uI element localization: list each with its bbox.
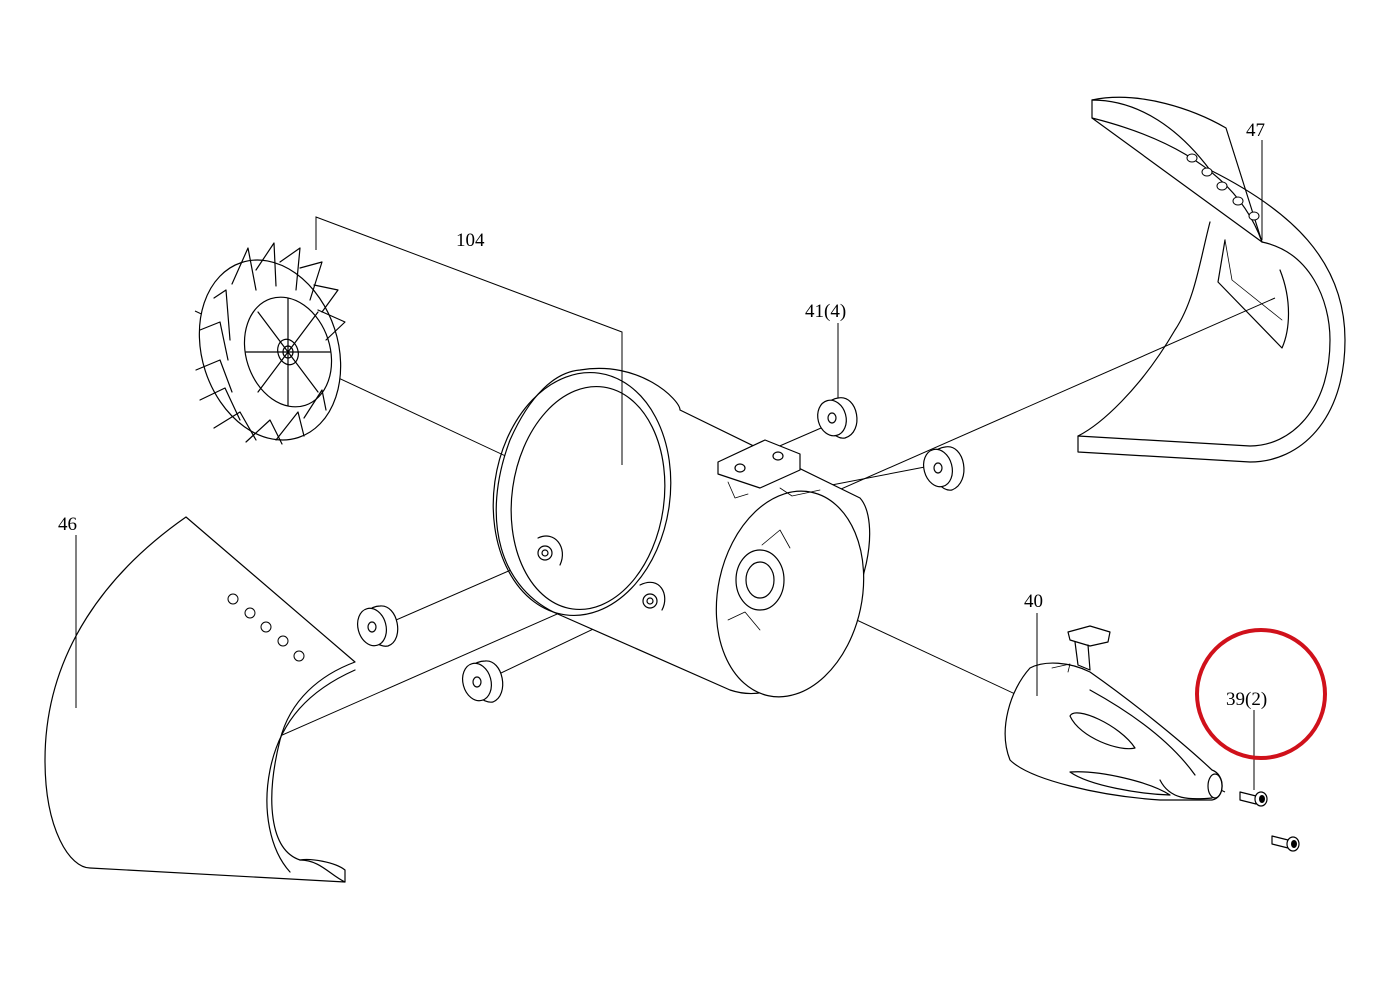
screw-1 (1239, 791, 1268, 807)
part-47-foot (1077, 96, 1346, 463)
part-104-housing (492, 367, 871, 698)
callout-104: 104 (456, 230, 485, 251)
part-46-foot (44, 516, 356, 883)
side-bosses (537, 535, 666, 611)
callout-46: 46 (58, 514, 77, 535)
callout-labels: 47 104 41(4) 46 40 39(2) (58, 120, 1267, 710)
part-104-fan (195, 242, 346, 445)
mount-1 (817, 397, 858, 439)
callout-47: 47 (1246, 120, 1265, 141)
callout-41: 41(4) (805, 301, 846, 322)
mount-2 (923, 446, 965, 491)
fan-blades (195, 242, 346, 445)
mount-3 (357, 605, 399, 647)
callout-39: 39(2) (1226, 689, 1267, 710)
part-47-holes (1186, 153, 1260, 221)
part-39-screws (1239, 791, 1300, 852)
part-40-nose-cone (1004, 625, 1223, 801)
screw-2 (1271, 835, 1300, 852)
part-46-holes (227, 593, 305, 662)
mount-4 (462, 660, 504, 703)
highlight-circle (1195, 628, 1327, 760)
part-41-mounts (357, 397, 965, 703)
callout-40: 40 (1024, 591, 1043, 612)
leader-lines (75, 140, 1263, 790)
